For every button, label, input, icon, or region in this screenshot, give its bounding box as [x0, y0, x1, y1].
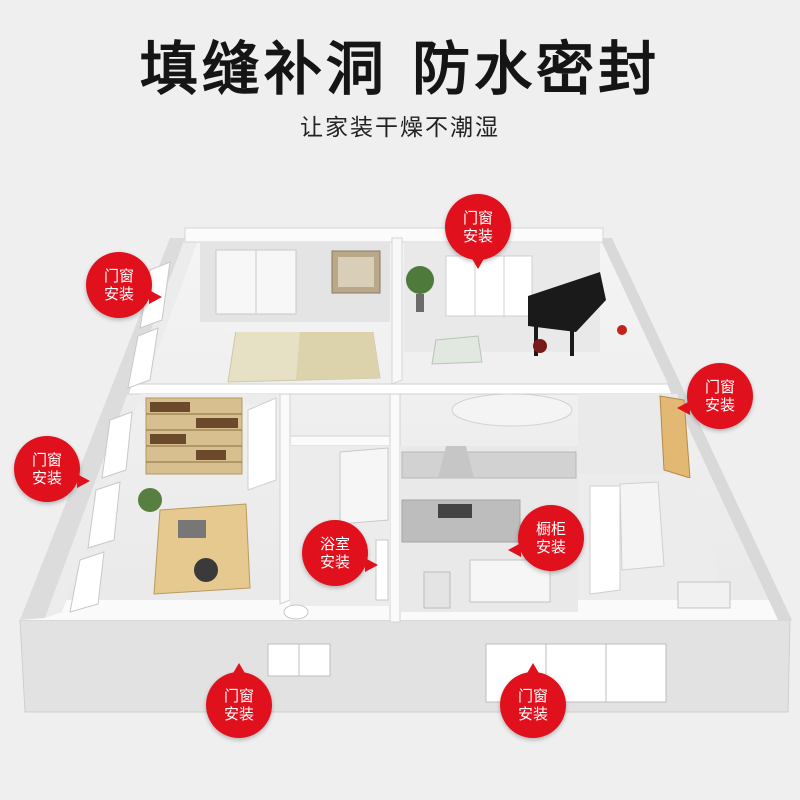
badge-line1: 门窗	[223, 687, 254, 705]
badge-line1: 门窗	[462, 209, 493, 227]
bathroom-install-badge: 浴室 安装	[302, 520, 378, 586]
toilet	[283, 604, 309, 620]
door-window-install-badge: 门窗 安装	[500, 663, 566, 738]
badge-line2: 安装	[462, 227, 493, 245]
badge-line2: 安装	[517, 705, 548, 723]
badge-line2: 安装	[319, 553, 350, 571]
kitchen-upper-cabinets	[401, 451, 577, 479]
room-door	[589, 485, 621, 595]
plant	[406, 266, 434, 294]
badge-line2: 安装	[223, 705, 254, 723]
door-window-install-badge: 门窗 安装	[14, 436, 90, 502]
badge-line1: 门窗	[517, 687, 548, 705]
badge-line2: 安装	[535, 538, 566, 556]
door-window-install-badge: 门窗 安装	[445, 194, 511, 269]
arched-partition	[451, 393, 573, 427]
page-subtitle: 让家装干燥不潮湿	[300, 115, 500, 141]
door-window-install-badge: 门窗 安装	[206, 663, 272, 738]
badge-line1: 门窗	[704, 378, 735, 396]
coffee-table	[431, 335, 483, 365]
badge-line1: 浴室	[319, 535, 350, 553]
piano	[528, 272, 606, 332]
badge-line1: 门窗	[31, 451, 62, 469]
range-hood	[438, 446, 474, 478]
front-wall	[19, 619, 791, 713]
tv-cabinet	[677, 581, 731, 609]
badge-line2: 安装	[103, 285, 134, 303]
right-wall	[600, 238, 792, 620]
door-window-install-badge: 门窗 安装	[677, 363, 753, 429]
badge-line2: 安装	[704, 396, 735, 414]
badge-line2: 安装	[31, 469, 62, 487]
study-door	[247, 397, 277, 491]
balcony-door	[445, 255, 533, 317]
office-chair	[194, 558, 218, 582]
front-window-left	[267, 643, 331, 677]
door-window-install-badge: 门窗 安装	[86, 252, 162, 318]
badge-line1: 橱柜	[535, 520, 566, 538]
cabinet-install-badge: 橱柜 安装	[508, 505, 584, 571]
shower-door	[339, 447, 389, 525]
badge-line1: 门窗	[103, 267, 134, 285]
page-title: 填缝补洞 防水密封	[139, 35, 661, 103]
